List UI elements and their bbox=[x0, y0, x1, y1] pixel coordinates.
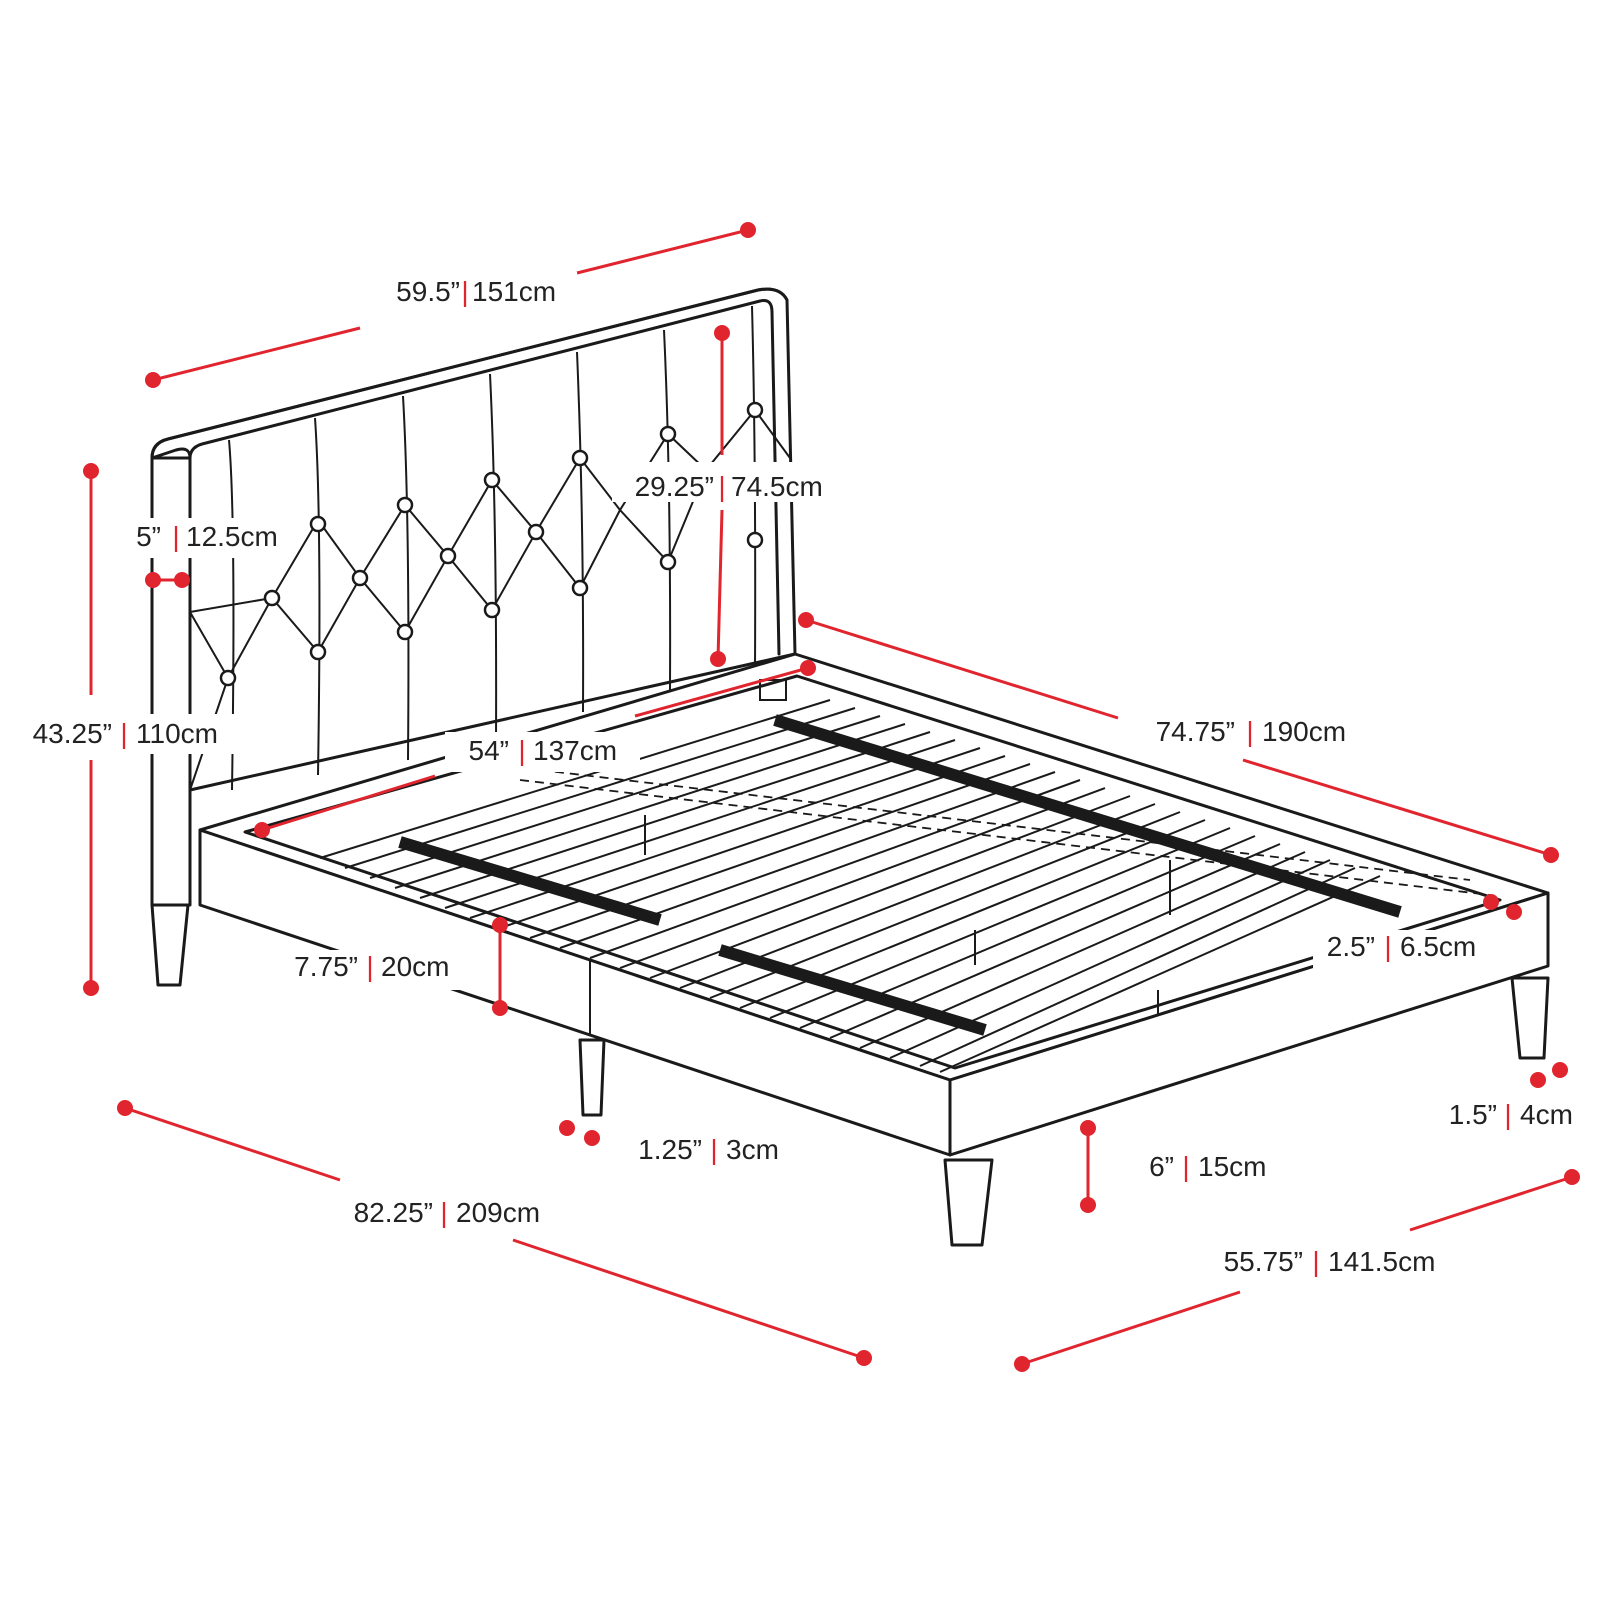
leg-width-front-cm: 3cm bbox=[726, 1134, 779, 1165]
leg-front-corner bbox=[943, 1158, 994, 1247]
slat-strap-back bbox=[773, 714, 1402, 918]
headboard-thickness-cm: 12.5cm bbox=[186, 521, 278, 552]
dim-label-leg-width-front: 1.25” | 3cm bbox=[620, 1130, 790, 1170]
separator: | bbox=[366, 951, 373, 982]
separator: | bbox=[172, 521, 179, 552]
dimension-labels: 59.5” | 151cm 29.25” | 74.5cm 5” | 12.5c… bbox=[18, 272, 1586, 1282]
separator: | bbox=[518, 735, 525, 766]
bed-slats bbox=[319, 679, 1491, 1073]
frame-height-cm: 20cm bbox=[381, 951, 449, 982]
separator: | bbox=[718, 471, 725, 502]
leg-rear-right bbox=[1510, 976, 1550, 1060]
overall-width-inches: 55.75” bbox=[1224, 1246, 1303, 1277]
dim-label-frame-height: 7.75” | 20cm bbox=[280, 950, 468, 990]
dim-label-inner-length: 74.75” | 190cm bbox=[1132, 714, 1357, 754]
headboard-panel-height-cm: 74.5cm bbox=[731, 471, 823, 502]
overall-width-cm: 141.5cm bbox=[1328, 1246, 1435, 1277]
bed-legs bbox=[578, 976, 1550, 1247]
separator: | bbox=[1182, 1151, 1189, 1182]
separator: | bbox=[120, 718, 127, 749]
slat-depth-inches: 2.5” bbox=[1327, 931, 1375, 962]
dim-label-headboard-panel-height: 29.25” | 74.5cm bbox=[612, 462, 834, 502]
overall-length-inches: 82.25” bbox=[354, 1197, 433, 1228]
separator: | bbox=[1384, 931, 1391, 962]
overall-length-cm: 209cm bbox=[456, 1197, 540, 1228]
dim-label-headboard-width: 59.5” | 151cm bbox=[360, 272, 577, 312]
inner-width-cm: 137cm bbox=[533, 735, 617, 766]
separator: | bbox=[461, 276, 468, 307]
dim-label-leg-height: 6” | 15cm bbox=[1130, 1148, 1280, 1188]
leg-width-front-inches: 1.25” bbox=[638, 1134, 702, 1165]
headboard-panel-height-inches: 29.25” bbox=[635, 471, 714, 502]
headboard-width-cm: 151cm bbox=[472, 276, 556, 307]
dim-label-overall-length: 82.25” | 209cm bbox=[340, 1192, 550, 1232]
dim-label-inner-width: 54” | 137cm bbox=[445, 732, 640, 772]
leg-front-left bbox=[578, 1038, 606, 1117]
inner-length-inches: 74.75” bbox=[1156, 716, 1235, 747]
dim-label-overall-width: 55.75” | 141.5cm bbox=[1200, 1242, 1445, 1282]
leg-width-rear-inches: 1.5” bbox=[1449, 1099, 1497, 1130]
dim-label-slat-depth: 2.5” | 6.5cm bbox=[1313, 930, 1493, 970]
dim-label-overall-height: 43.25” | 110cm bbox=[18, 714, 234, 754]
inner-length-cm: 190cm bbox=[1262, 716, 1346, 747]
overall-height-inches: 43.25” bbox=[33, 718, 112, 749]
slat-depth-cm: 6.5cm bbox=[1400, 931, 1476, 962]
separator: | bbox=[1246, 716, 1253, 747]
dim-label-headboard-thickness: 5” | 12.5cm bbox=[126, 518, 294, 558]
separator: | bbox=[710, 1134, 717, 1165]
separator: | bbox=[440, 1197, 447, 1228]
headboard-width-inches: 59.5” bbox=[396, 276, 460, 307]
dimension-lines bbox=[83, 222, 1580, 1372]
leg-height-inches: 6” bbox=[1149, 1151, 1174, 1182]
inner-width-inches: 54” bbox=[469, 735, 509, 766]
overall-height-cm: 110cm bbox=[136, 718, 218, 749]
slat-strap-left bbox=[398, 836, 662, 926]
dim-label-leg-width-rear: 1.5” | 4cm bbox=[1438, 1096, 1586, 1136]
tufting-buttons bbox=[219, 401, 764, 687]
bed-illustration bbox=[150, 287, 1550, 1247]
leg-height-cm: 15cm bbox=[1198, 1151, 1266, 1182]
separator: | bbox=[1504, 1099, 1511, 1130]
leg-width-rear-cm: 4cm bbox=[1520, 1099, 1573, 1130]
frame-height-inches: 7.75” bbox=[294, 951, 358, 982]
headboard-thickness-inches: 5” bbox=[136, 521, 161, 552]
separator: | bbox=[1312, 1246, 1319, 1277]
headboard bbox=[150, 287, 797, 987]
slat-strap-right bbox=[718, 944, 987, 1036]
